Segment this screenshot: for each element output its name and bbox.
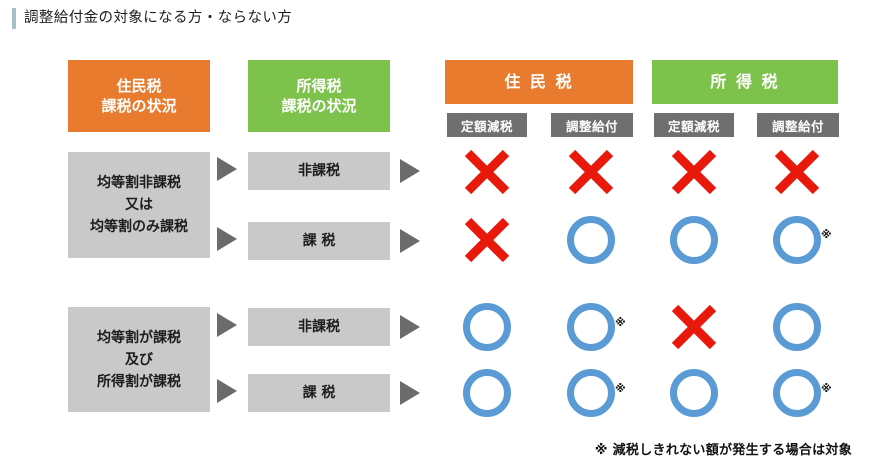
mark-cross-icon-g2r1c3 [666,299,722,355]
arrow-icon-g2r2-left [217,379,237,403]
arrow-icon-g2r2-right [400,381,420,405]
arrow-icon-g1r1-left [217,157,237,181]
result-group-header-resident-tax: 住 民 税 [445,60,633,104]
condition-group-1-line1: 均等割非課税 [97,175,181,191]
header-income-tax-line2: 課税の状況 [281,97,357,115]
column-header-resident-adjustment-benefit: 調整給付 [551,113,633,137]
condition-group-1-line2: 又は [125,197,153,213]
header-resident-tax-line1: 住民税 [116,77,162,95]
mark-circle-icon-g2r1c4 [769,299,825,355]
title-accent-bar [12,8,16,29]
status-box-g1r1: 非課税 [248,152,390,190]
column-header-income-fixed-reduction: 定額減税 [654,113,734,137]
mark-circle-icon-g2r2c2 [563,365,619,421]
condition-box-group-2: 均等割が課税 及び 所得割が課税 [68,307,210,412]
mark-circle-icon-g2r2c4 [769,365,825,421]
mark-circle-icon-g1r2c3 [666,212,722,268]
mark-circle-icon-g2r2c3 [666,365,722,421]
status-box-g2r2: 課 税 [248,374,390,412]
mark-circle-icon-g2r1c1 [459,299,515,355]
mark-circle-icon-g2r2c1 [459,365,515,421]
header-income-tax-line1: 所得税 [296,77,342,95]
condition-group-1-line3: 均等割のみ課税 [90,219,188,235]
header-income-tax-status: 所得税 課税の状況 [248,60,390,132]
mark-circle-icon-g1r2c2 [563,212,619,268]
mark-circle-icon-g2r1c2 [563,299,619,355]
column-header-resident-fixed-reduction: 定額減税 [447,113,527,137]
footnote-text: ※ 減税しきれない額が発生する場合は対象 [594,443,852,458]
condition-group-2-line2: 及び [125,351,153,368]
mark-cross-icon-g1r1c1 [459,144,515,200]
arrow-icon-g2r1-right [400,315,420,339]
mark-cross-icon-g1r1c3 [666,144,722,200]
condition-box-group-1: 均等割非課税 又は 均等割のみ課税 [68,152,210,258]
mark-cross-icon-g1r1c2 [563,144,619,200]
column-header-income-adjustment-benefit: 調整給付 [757,113,839,137]
header-resident-tax-status: 住民税 課税の状況 [68,60,210,132]
arrow-icon-g1r1-right [400,159,420,183]
status-box-g1r2: 課 税 [248,222,390,260]
note-symbol-g2r2c4: ※ [821,382,832,395]
status-box-g2r1: 非課税 [248,308,390,346]
arrow-icon-g1r2-left [217,227,237,251]
condition-group-2-line1: 均等割が課税 [97,329,181,346]
mark-cross-icon-g1r1c4 [769,144,825,200]
note-symbol-g2r1c2: ※ [615,316,626,329]
result-group-header-income-tax: 所 得 税 [652,60,838,104]
header-resident-tax-line2: 課税の状況 [101,97,177,115]
page-title: 調整給付金の対象になる方・ならない方 [24,10,293,26]
condition-group-2-line3: 所得割が課税 [97,373,181,390]
note-symbol-g2r2c2: ※ [615,382,626,395]
note-symbol-g1r2c4: ※ [821,228,832,241]
mark-cross-icon-g1r2c1 [459,212,515,268]
arrow-icon-g1r2-right [400,229,420,253]
mark-circle-icon-g1r2c4 [769,212,825,268]
arrow-icon-g2r1-left [217,313,237,337]
